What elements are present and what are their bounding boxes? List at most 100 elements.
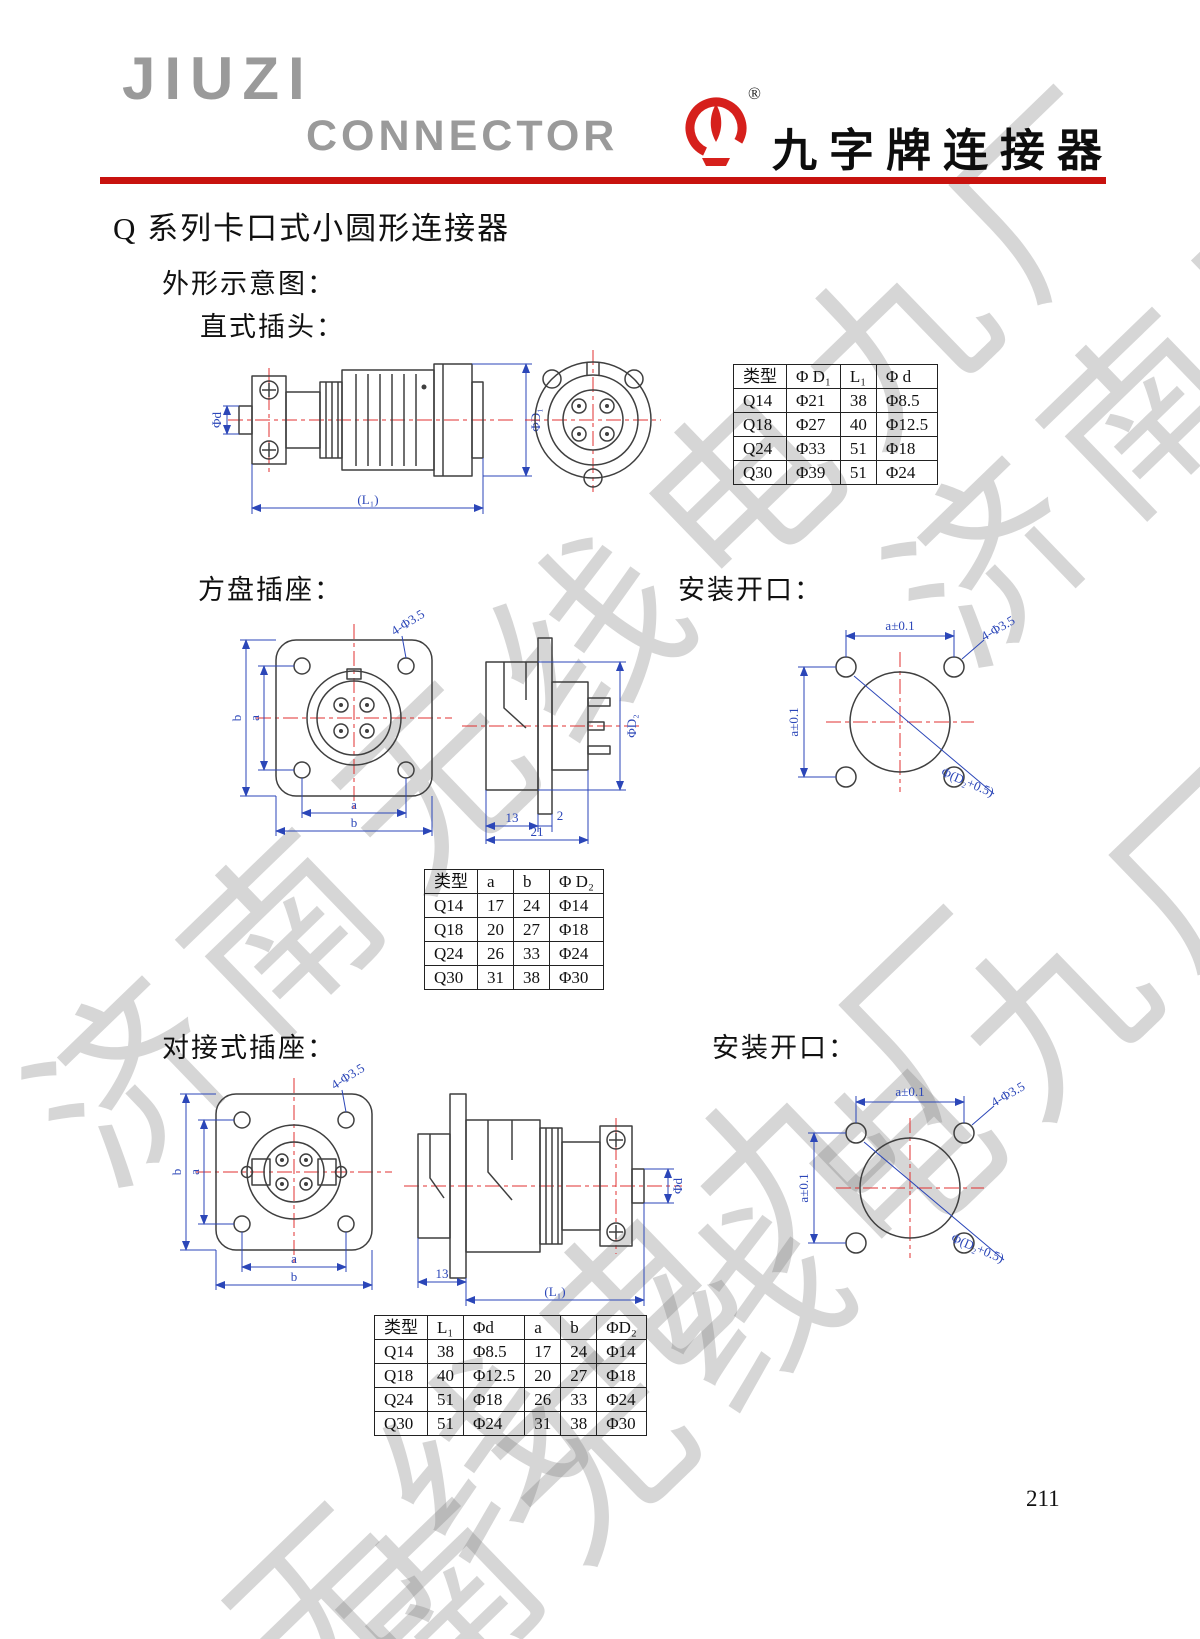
table-cell: Φ24: [875, 460, 939, 485]
page-title: Q 系列卡口式小圆形连接器: [113, 211, 511, 246]
outline-section-label: 外形示意图：: [162, 269, 336, 299]
table-header-cell: L₁: [839, 364, 877, 389]
butt-socket-side-drawing: 13 (L₁) Φd: [404, 1093, 685, 1306]
table-cell: Φ14: [596, 1339, 647, 1364]
table-cell: 20: [477, 917, 514, 942]
table-cell: 20: [524, 1363, 562, 1388]
table-cell: 24: [560, 1339, 598, 1364]
table-cell: Φ39: [786, 460, 841, 485]
registered-trademark-symbol: ®: [748, 84, 761, 103]
table-cell: Φ14: [549, 893, 604, 918]
dim-label-4-holes: 4-Φ3.5: [988, 1078, 1027, 1109]
table-header-cell: a: [477, 869, 514, 894]
butt-socket-front-drawing: a b a b 4-Φ3.5: [169, 1064, 392, 1290]
dim-label-13: 13: [436, 1266, 449, 1281]
table-cell: Φ33: [786, 436, 841, 461]
table-cell: 31: [524, 1411, 562, 1436]
table-cell: Q24: [424, 941, 478, 966]
table-cell: 38: [560, 1411, 598, 1436]
dim-label-phi-d: Φd: [209, 412, 224, 429]
dim-label-4-holes: 4-Φ3.5: [328, 1064, 367, 1092]
table-header-cell: Φd: [462, 1315, 526, 1340]
page-number: 211: [1026, 1486, 1060, 1511]
table-cell: Q30: [733, 460, 787, 485]
table-cell: 26: [524, 1387, 562, 1412]
dim-label-a: a: [247, 715, 262, 721]
table-cell: Φ24: [549, 941, 604, 966]
table-cell: Φ30: [549, 965, 604, 990]
square-socket-label: 方盘插座：: [198, 575, 343, 605]
table-cell: Φ12.5: [462, 1363, 526, 1388]
dim-label-a: a: [351, 797, 357, 812]
table-cell: 31: [477, 965, 514, 990]
table-cell: Q30: [374, 1411, 428, 1436]
butt-socket-label: 对接式插座：: [162, 1033, 336, 1063]
dim-label-phi-d2-tol: Φ(D₂+0.5): [949, 1230, 1006, 1266]
table-header-cell: b: [513, 869, 550, 894]
table-cell: Q24: [374, 1387, 428, 1412]
table-cell: Q18: [424, 917, 478, 942]
dim-label-a-tol: a±0.1: [786, 707, 801, 736]
table-cell: 40: [427, 1363, 464, 1388]
table-cell: Φ18: [875, 436, 939, 461]
table-cell: 17: [524, 1339, 562, 1364]
table-header-cell: 类型: [733, 364, 787, 389]
table-header-cell: Φ D₁: [786, 364, 841, 389]
straight-plug-side-drawing: Φd ΦD₁ (L₁): [209, 363, 543, 514]
table-cell: Q14: [424, 893, 478, 918]
table-header-cell: 类型: [374, 1315, 428, 1340]
table-cell: 33: [560, 1387, 598, 1412]
dim-label-l1: (L₁): [357, 492, 378, 507]
table-header-cell: b: [560, 1315, 598, 1340]
dim-label-l1: (L₁): [544, 1284, 565, 1299]
brand-wordmark-jiuzi: JIUZI: [122, 45, 314, 112]
table-header-cell: a: [524, 1315, 562, 1340]
table-cell: Φ24: [462, 1411, 526, 1436]
brand-logo: [685, 97, 747, 166]
table-cell: 51: [427, 1387, 464, 1412]
dim-label-b: b: [169, 1169, 184, 1176]
dim-label-4-holes: 4-Φ3.5: [978, 612, 1017, 643]
table-cell: Q18: [374, 1363, 428, 1388]
square-socket-side-drawing: ΦD₂ 13 2 21: [462, 637, 642, 844]
table-cell: Q30: [424, 965, 478, 990]
table-cell: 38: [513, 965, 550, 990]
straight-plug-front-drawing: [525, 350, 661, 492]
table-cell: 26: [477, 941, 514, 966]
table-cell: Φ30: [596, 1411, 647, 1436]
dim-label-a: a: [291, 1251, 297, 1266]
table-cell: Φ21: [786, 388, 841, 413]
header-rule: [100, 177, 1106, 184]
table-header-cell: ΦD₂: [596, 1315, 647, 1340]
table-cell: 38: [427, 1339, 464, 1364]
mounting-opening-label-2: 安装开口：: [712, 1033, 857, 1063]
table-header-cell: L₁: [427, 1315, 464, 1340]
table-cell: 33: [513, 941, 550, 966]
table-cell: 40: [839, 412, 877, 437]
dim-label-a-tol: a±0.1: [895, 1084, 924, 1099]
table-cell: Q14: [733, 388, 787, 413]
table-header-cell: Φ d: [875, 364, 939, 389]
dim-label-a-tol: a±0.1: [796, 1173, 811, 1202]
mounting-opening-drawing-2: a±0.1 a±0.1 Φ(D₂+0.5) 4-Φ3.5: [796, 1078, 1027, 1266]
table-cell: 38: [839, 388, 877, 413]
mounting-opening-drawing-1: a±0.1 a±0.1 Φ(D₂+0.5) 4-Φ3.5: [786, 612, 1017, 799]
table-cell: 27: [513, 917, 550, 942]
table-cell: Φ18: [596, 1363, 647, 1388]
table-cell: Φ8.5: [462, 1339, 526, 1364]
